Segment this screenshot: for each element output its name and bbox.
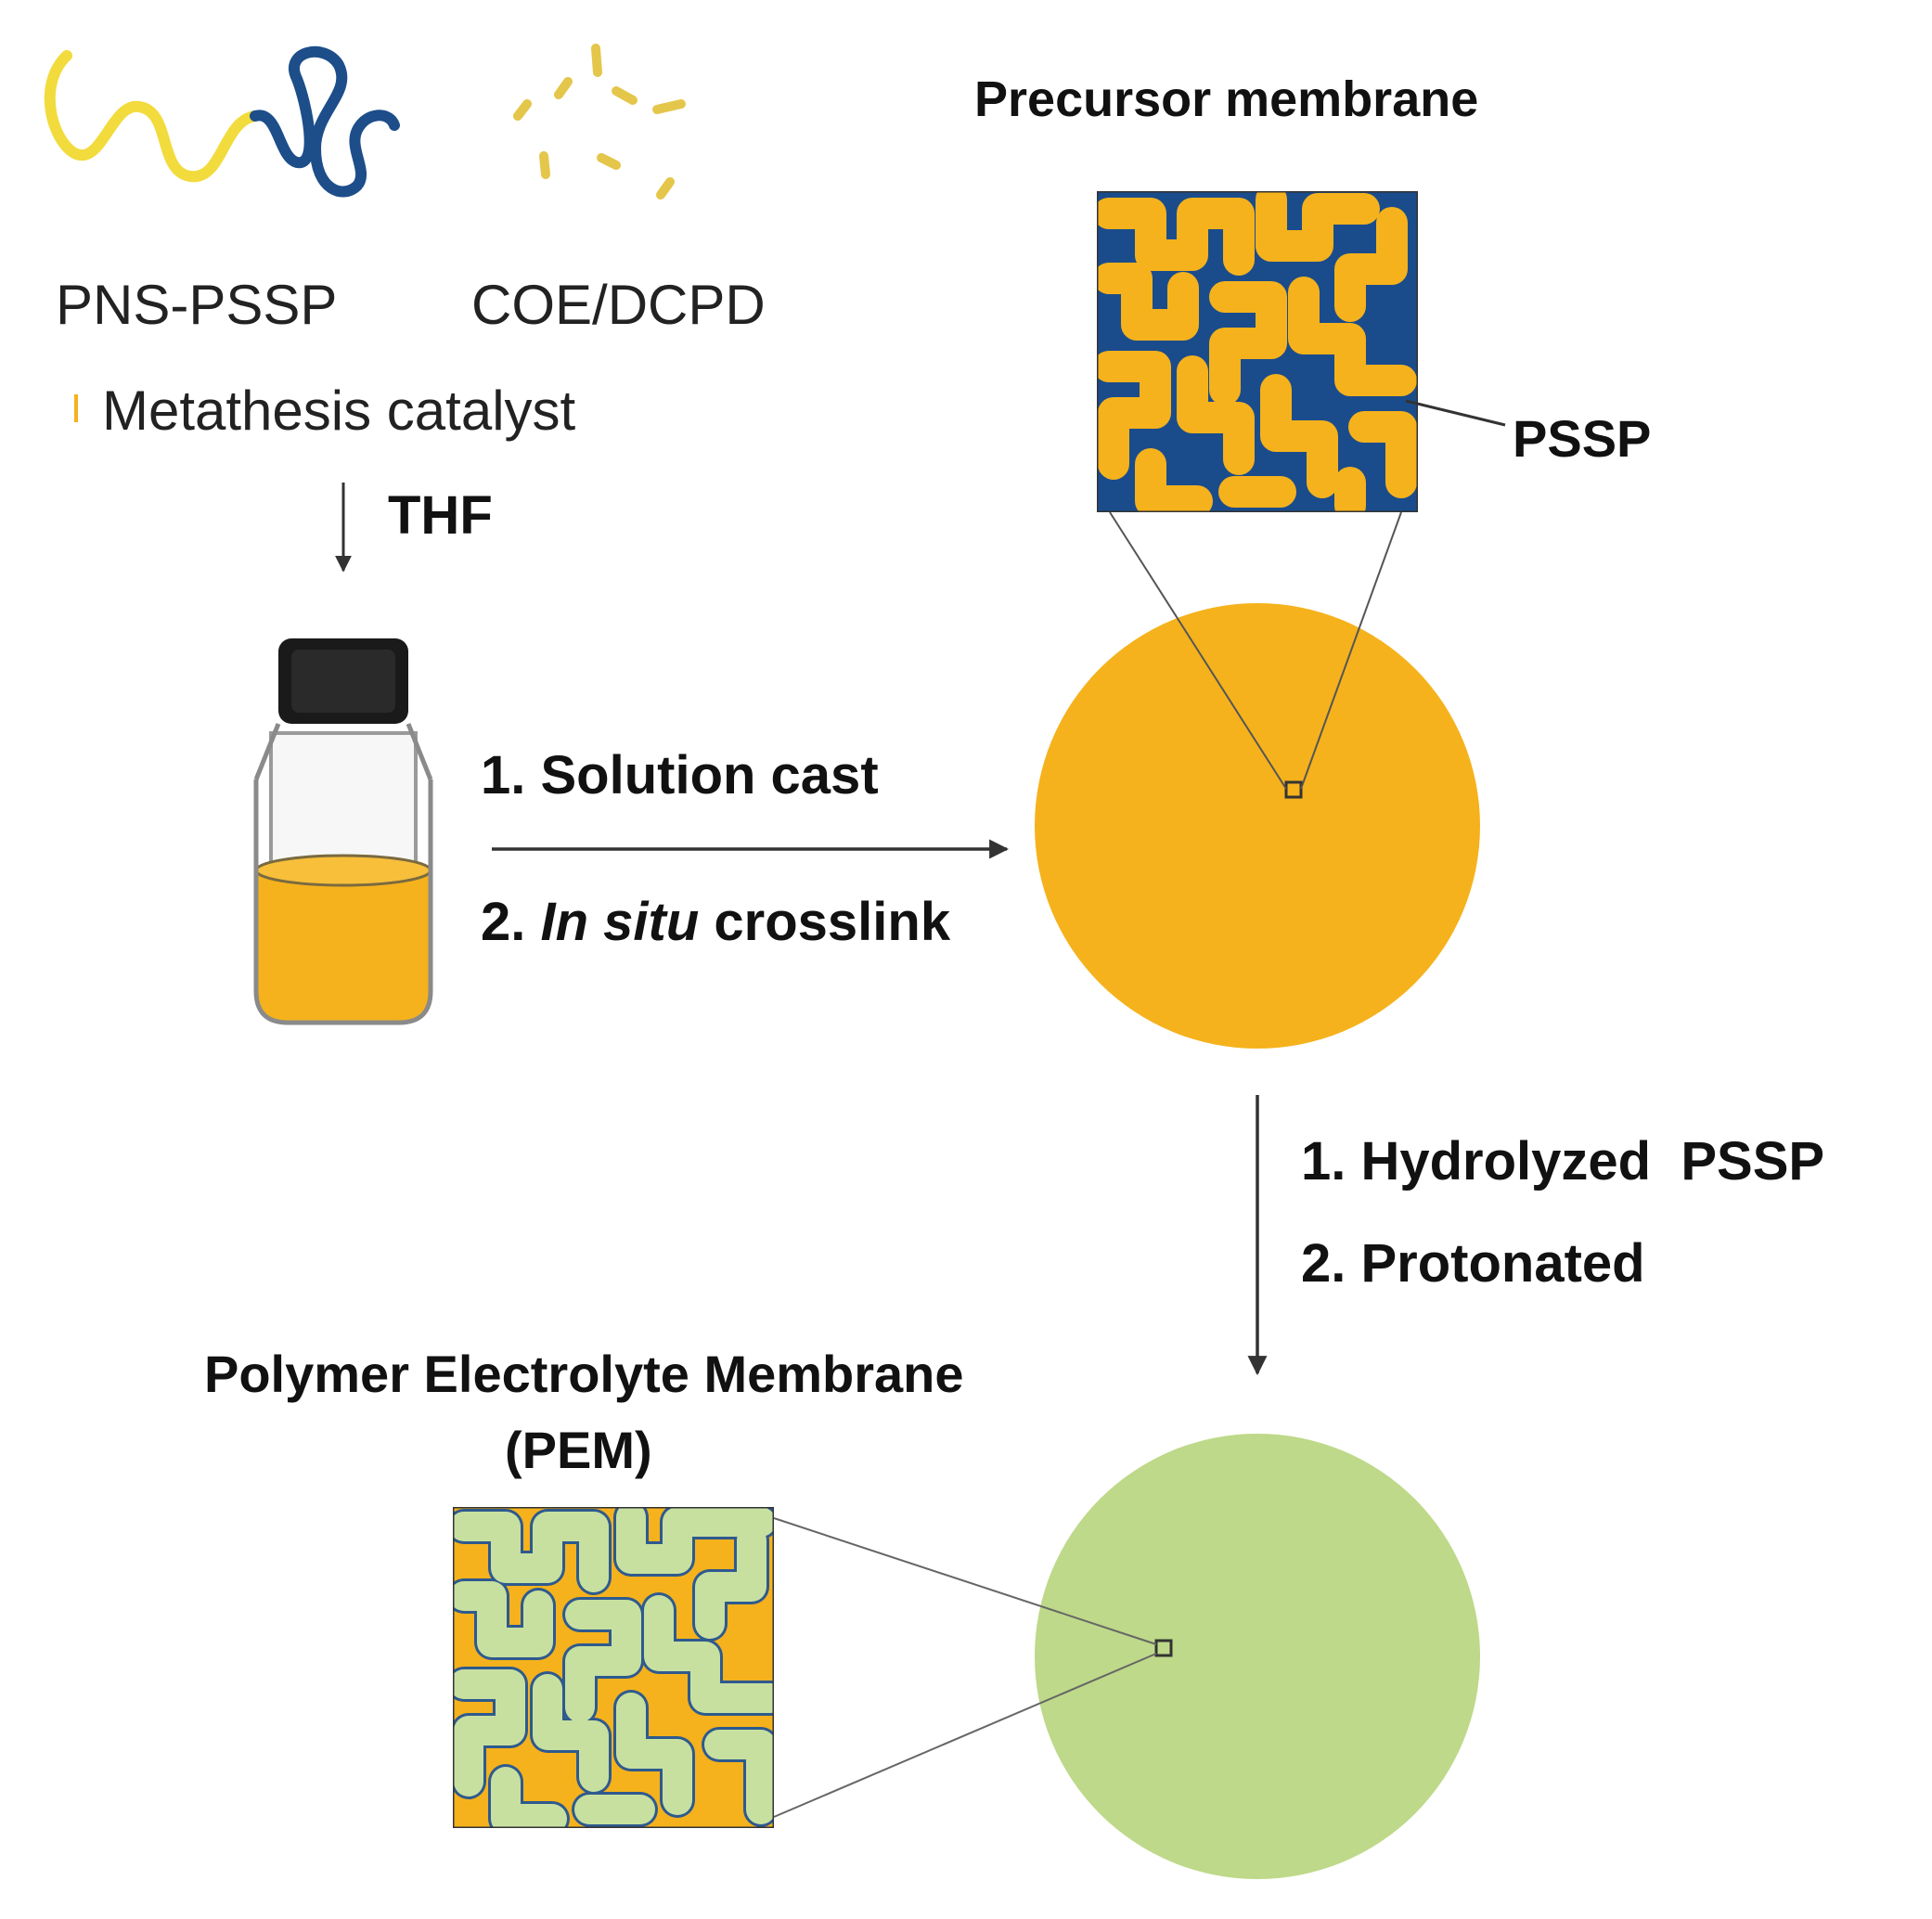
pem-zoom-line: [773, 1653, 1157, 1818]
solvent-label: THF: [388, 485, 493, 546]
pem-disk: [1035, 1434, 1480, 1879]
chain-blue-block: [250, 45, 400, 198]
precursor-zoom-line: [1109, 511, 1287, 790]
hydro-step-2: 2. Protonated: [1301, 1233, 1645, 1294]
polymer-label: PNS-PSSP: [56, 274, 338, 336]
pem-title-line2: (PEM): [505, 1421, 652, 1479]
vial-solution: [254, 869, 432, 1024]
block-copolymer-chain-icon: [44, 45, 400, 198]
chain-yellow-block: [44, 50, 261, 183]
cast-step-2-prefix: 2.: [481, 892, 541, 952]
precursor-membrane-title: Precursor membrane: [974, 71, 1479, 127]
catalyst-label: Metathesis catalyst: [102, 380, 576, 442]
vial-icon: [253, 638, 433, 1025]
pem-morphology-inset: [453, 1507, 774, 1828]
cast-step-1: 1. Solution cast: [481, 745, 879, 805]
monomer-dashes-icon: [513, 44, 686, 200]
pssp-label: PSSP: [1513, 409, 1652, 468]
cast-step-2: 2. In situ crosslink: [481, 891, 950, 953]
precursor-zoom-line: [1300, 511, 1402, 790]
hydro-step-1: 1. Hydrolyzed PSSP: [1301, 1131, 1825, 1191]
precursor-zoom-spot: [1284, 780, 1303, 799]
cast-step-2-italic: In situ: [540, 892, 700, 952]
pem-zoom-line: [773, 1517, 1157, 1645]
cast-step-2-suffix: crosslink: [699, 892, 951, 952]
precursor-membrane-disk: [1035, 603, 1480, 1049]
pem-title-line1: Polymer Electrolyte Membrane: [204, 1345, 964, 1403]
precursor-morphology-inset: [1097, 191, 1418, 512]
pssp-pointer-line: [1405, 399, 1506, 427]
monomer-label: COE/DCPD: [471, 274, 766, 336]
pem-zoom-spot: [1154, 1639, 1173, 1657]
